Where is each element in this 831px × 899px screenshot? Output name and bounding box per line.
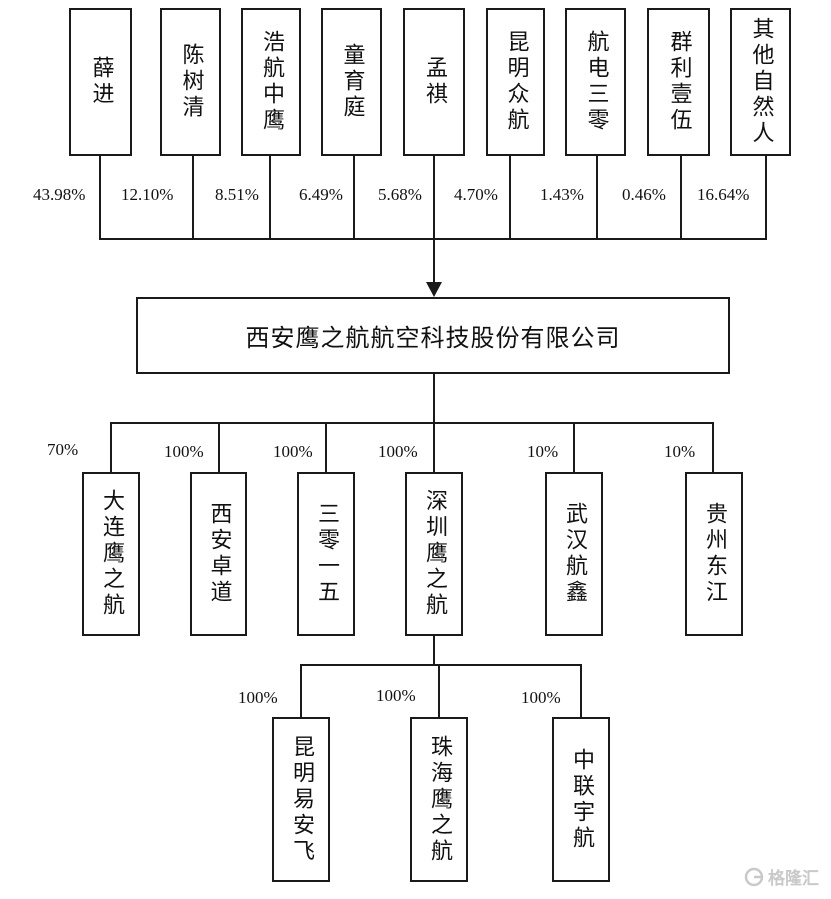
- shareholder-name: 浩航中鹰: [259, 30, 284, 134]
- watermark-logo-icon: [744, 867, 764, 886]
- watermark-text: 格隆汇: [768, 869, 819, 889]
- shareholding-percentage: 43.98%: [33, 185, 86, 204]
- shareholder-name: 航电三零: [583, 30, 609, 134]
- shareholding-percentage: 12.10%: [121, 185, 174, 204]
- main-company-name: 西安鹰之航航空科技股份有限公司: [245, 324, 621, 352]
- connector-line: [433, 240, 435, 284]
- shareholder-box: 孟祺: [403, 8, 465, 156]
- connector-line: [680, 156, 682, 240]
- connector-line: [433, 422, 435, 472]
- connector-line: [509, 156, 511, 240]
- subsidiary-box: 西安卓道: [190, 472, 247, 636]
- shareholding-percentage: 4.70%: [454, 185, 498, 204]
- shareholding-percentage: 8.51%: [215, 185, 259, 204]
- connector-line: [99, 156, 101, 240]
- subsidiary-box: 贵州东江: [685, 472, 743, 636]
- sub-subsidiary-percentage: 100%: [238, 688, 278, 707]
- shareholder-box: 昆明众航: [486, 8, 545, 156]
- shareholder-box: 浩航中鹰: [241, 8, 301, 156]
- shareholder-name: 童育庭: [339, 43, 365, 121]
- subsidiary-percentage: 100%: [378, 442, 418, 461]
- connector-line: [765, 156, 767, 240]
- shareholding-percentage: 16.64%: [697, 185, 750, 204]
- sub-subsidiary-box: 珠海鹰之航: [410, 717, 468, 882]
- sub-subsidiary-bus-line: [300, 664, 582, 666]
- subsidiary-percentage: 10%: [527, 442, 559, 461]
- subsidiary-percentage: 10%: [664, 442, 696, 461]
- connector-line: [712, 422, 714, 472]
- sub-subsidiary-percentage: 100%: [521, 688, 561, 707]
- subsidiary-bus-line: [110, 422, 714, 424]
- sub-subsidiary-name: 珠海鹰之航: [427, 734, 452, 865]
- subsidiary-box: 三零一五: [297, 472, 355, 636]
- shareholder-box: 薛进: [69, 8, 132, 156]
- sub-subsidiary-box: 中联宇航: [552, 717, 610, 882]
- connector-line: [438, 664, 440, 717]
- subsidiary-percentage: 100%: [164, 442, 204, 461]
- subsidiary-name: 西安卓道: [206, 502, 232, 606]
- connector-line: [573, 422, 575, 472]
- shareholding-percentage: 6.49%: [299, 185, 343, 204]
- connector-line: [218, 422, 220, 472]
- connector-line: [269, 156, 271, 240]
- shareholding-percentage: 5.68%: [378, 185, 422, 204]
- connector-line: [433, 636, 435, 666]
- shareholder-box: 航电三零: [565, 8, 626, 156]
- connector-line: [192, 156, 194, 240]
- shareholder-box: 其他自然人: [730, 8, 791, 156]
- connector-line: [580, 664, 582, 717]
- sub-subsidiary-name: 昆明易安飞: [289, 734, 314, 865]
- subsidiary-box: 武汉航鑫: [545, 472, 603, 636]
- subsidiary-name: 深圳鹰之航: [422, 489, 447, 619]
- subsidiary-name: 武汉航鑫: [562, 502, 587, 606]
- subsidiary-name: 大连鹰之航: [99, 489, 124, 619]
- sub-subsidiary-name: 中联宇航: [569, 747, 594, 852]
- connector-line: [110, 422, 112, 472]
- shareholder-name: 群利壹伍: [666, 30, 692, 134]
- shareholder-name: 昆明众航: [503, 30, 529, 134]
- shareholder-box: 群利壹伍: [647, 8, 710, 156]
- shareholding-percentage: 1.43%: [540, 185, 584, 204]
- connector-line: [353, 156, 355, 240]
- arrow-head-icon: [426, 282, 442, 297]
- shareholder-name: 薛进: [88, 56, 114, 108]
- shareholding-percentage: 0.46%: [622, 185, 666, 204]
- shareholder-box: 陈树清: [160, 8, 221, 156]
- subsidiary-name: 贵州东江: [702, 502, 727, 606]
- main-company-box: 西安鹰之航航空科技股份有限公司: [136, 297, 730, 374]
- connector-line: [325, 422, 327, 472]
- subsidiary-percentage: 70%: [47, 440, 79, 459]
- subsidiary-percentage: 100%: [273, 442, 313, 461]
- connector-line: [433, 156, 435, 240]
- connector-line: [596, 156, 598, 240]
- shareholder-box: 童育庭: [321, 8, 382, 156]
- sub-subsidiary-percentage: 100%: [376, 686, 416, 705]
- connector-line: [300, 664, 302, 717]
- shareholder-name: 其他自然人: [748, 17, 774, 147]
- subsidiary-box: 深圳鹰之航: [405, 472, 463, 636]
- subsidiary-box: 大连鹰之航: [82, 472, 140, 636]
- shareholder-name: 孟祺: [422, 56, 447, 108]
- shareholder-bus-line: [99, 238, 767, 240]
- sub-subsidiary-box: 昆明易安飞: [272, 717, 330, 882]
- watermark: 格隆汇: [744, 864, 819, 889]
- shareholder-name: 陈树清: [178, 43, 204, 121]
- connector-line: [433, 374, 435, 424]
- subsidiary-name: 三零一五: [314, 502, 339, 606]
